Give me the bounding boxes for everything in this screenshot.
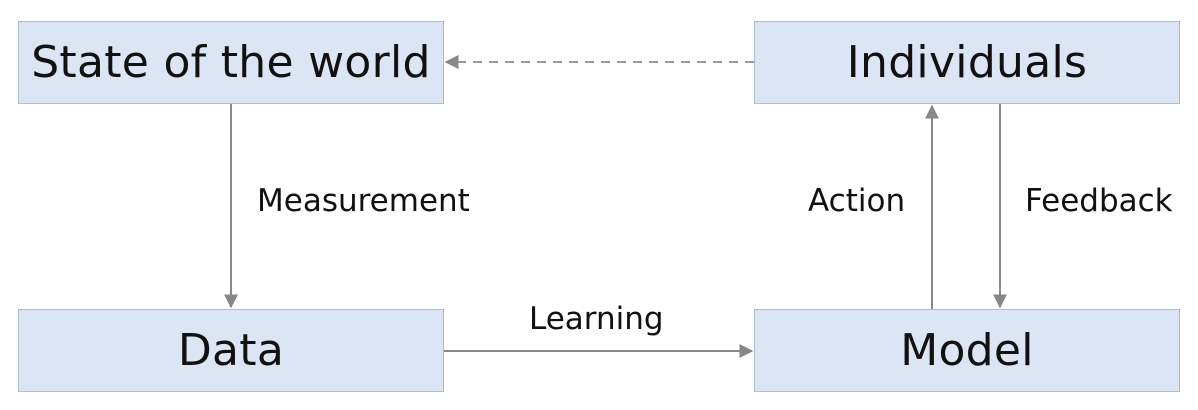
edge-label-learning: Learning	[529, 301, 664, 337]
edge-label-action: Action	[808, 183, 906, 219]
node-data: Data	[18, 309, 444, 392]
node-label: State of the world	[31, 37, 431, 88]
node-state-of-the-world: State of the world	[18, 21, 444, 104]
edge-label-feedback: Feedback	[1025, 183, 1173, 219]
node-label: Data	[177, 325, 285, 376]
node-model: Model	[754, 309, 1180, 392]
edge-label-measurement: Measurement	[257, 183, 470, 219]
node-label: Individuals	[846, 37, 1088, 88]
node-label: Model	[900, 325, 1034, 376]
node-individuals: Individuals	[754, 21, 1180, 104]
